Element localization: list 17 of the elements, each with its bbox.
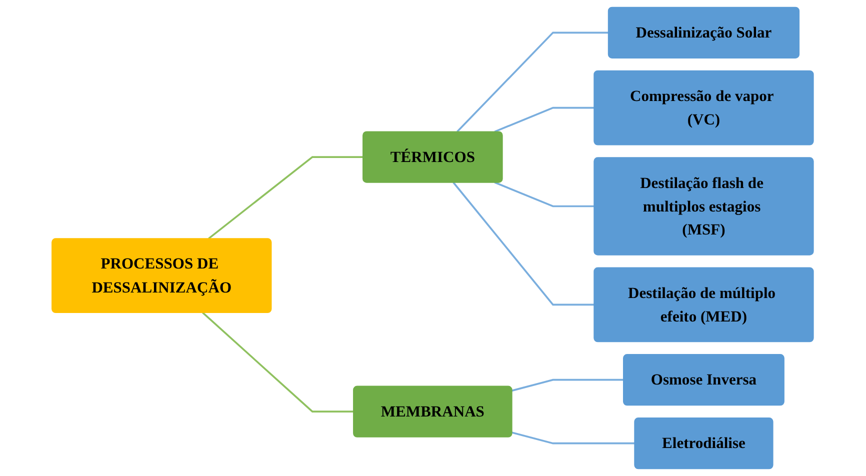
node-box: Dessalinização Solar xyxy=(608,6,800,58)
connector xyxy=(452,182,594,306)
node-box: Osmose Inversa xyxy=(623,354,785,406)
connector xyxy=(202,312,354,412)
node-box: Compressão de vapor (VC) xyxy=(594,70,814,146)
node-box: Eletrodiálise xyxy=(634,418,774,470)
connector xyxy=(494,182,594,208)
connector xyxy=(456,32,609,132)
node-box: MEMBRANAS xyxy=(353,386,513,438)
node-box: Destilação flash de multiplos estagios (MSF) xyxy=(594,157,814,256)
node-box: PROCESSOS DE DESSALINIZAÇÃO xyxy=(52,238,272,314)
connector xyxy=(208,156,364,240)
node-box: TÉRMICOS xyxy=(362,131,504,183)
connector xyxy=(494,106,594,133)
connector xyxy=(512,432,635,444)
node-box: Destilação de múltiplo efeito (MED) xyxy=(594,267,814,342)
connector xyxy=(512,378,624,392)
